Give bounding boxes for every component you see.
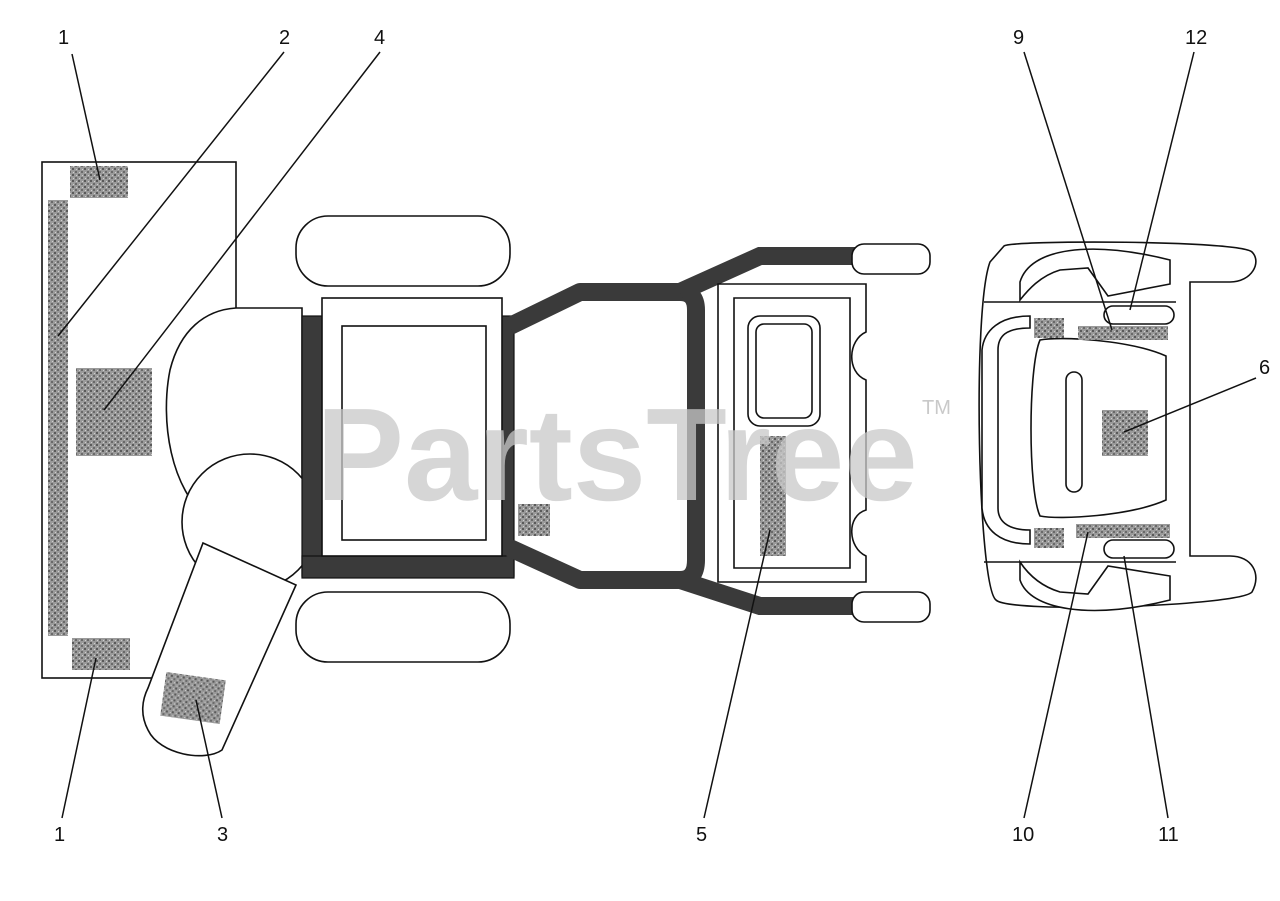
snow-thrower-top-view — [41, 161, 931, 757]
decal-10 — [1076, 524, 1170, 538]
callout-10: 10 — [1012, 824, 1034, 846]
leader-1-top — [71, 53, 101, 181]
callout-1-bottom: 1 — [54, 824, 65, 846]
control-panel-window-inner — [755, 323, 813, 419]
leader-10 — [1023, 531, 1089, 819]
frame-bottom — [301, 555, 515, 579]
decal-3 — [160, 672, 226, 724]
handlebar-lower-arm — [677, 571, 856, 615]
callout-11: 11 — [1158, 824, 1179, 846]
watermark-text: PartsTree — [316, 381, 918, 528]
decal-left-top — [1034, 318, 1064, 338]
leader-6 — [1123, 377, 1257, 433]
decal-4 — [76, 368, 152, 456]
leader-11 — [1123, 555, 1169, 819]
decal-1-top — [70, 166, 128, 198]
callout-2: 2 — [279, 27, 290, 49]
callout-9: 9 — [1013, 27, 1024, 49]
dash-button-bottom — [1103, 539, 1175, 559]
decal-strip — [48, 200, 68, 636]
callout-labels: 1 2 4 9 12 6 1 3 5 10 11 — [54, 27, 1270, 846]
callout-6: 6 — [1259, 357, 1270, 379]
leader-2 — [57, 51, 285, 337]
leader-9 — [1023, 51, 1113, 331]
callout-4: 4 — [374, 27, 385, 49]
engine-cover-inner — [341, 325, 487, 541]
decal-left-bottom — [1034, 528, 1064, 548]
decal-6 — [1102, 410, 1148, 456]
decal-9 — [1078, 326, 1168, 340]
callout-1-top: 1 — [58, 27, 69, 49]
callout-3: 3 — [217, 824, 228, 846]
dash-slot — [1065, 371, 1083, 493]
dash-center-console — [1030, 337, 1167, 519]
dash-left-lip — [981, 315, 1031, 545]
grip-top — [851, 243, 931, 275]
watermark-tm: TM — [922, 397, 951, 419]
wheel-bottom — [295, 591, 511, 663]
leader-1-bottom — [61, 657, 97, 819]
dash-panel-view — [978, 241, 1257, 612]
callout-12: 12 — [1185, 27, 1207, 49]
handlebar-upper-arm — [676, 247, 856, 301]
dash-button-top — [1103, 305, 1175, 325]
leader-5 — [703, 529, 771, 819]
leader-4 — [103, 51, 381, 411]
leader-12 — [1129, 51, 1195, 311]
decal-frame — [518, 504, 550, 536]
decal-1-bottom — [72, 638, 130, 670]
grip-bottom — [851, 591, 931, 623]
leader-3 — [195, 699, 223, 819]
leader-lines — [57, 51, 1257, 819]
callout-5: 5 — [696, 824, 707, 846]
watermark: PartsTree TM — [316, 381, 951, 528]
decal-5 — [760, 436, 786, 556]
wheel-top — [295, 215, 511, 287]
dash-lower-bar — [1019, 559, 1171, 612]
